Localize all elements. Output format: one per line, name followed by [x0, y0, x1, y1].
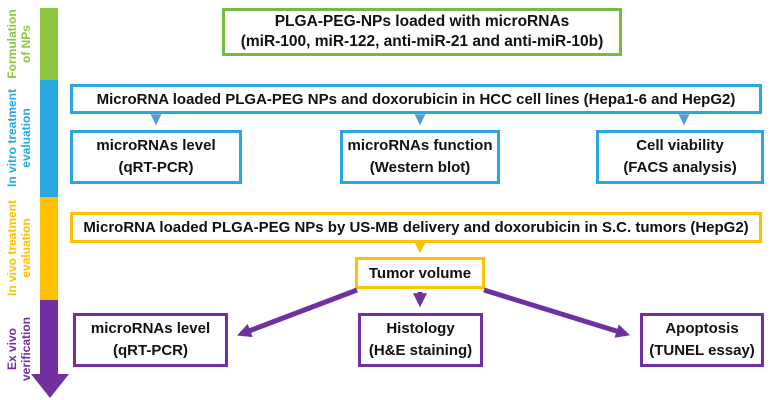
box-text-line: PLGA-PEG-NPs loaded with microRNAs: [274, 12, 570, 30]
box-apoptosis: Apoptosis (TUNEL essay): [640, 313, 764, 367]
box-text-line: (qRT-PCR): [113, 342, 188, 359]
arrow-exvivo-left: [237, 287, 358, 338]
box-mirna-function: microRNAs function (Western blot): [340, 130, 500, 184]
box-formulation: PLGA-PEG-NPs loaded with microRNAs (miR-…: [222, 8, 622, 56]
box-text-line: (FACS analysis): [623, 159, 737, 176]
box-text-line: microRNAs level: [96, 137, 216, 155]
box-text-line: MicroRNA loaded PLGA-PEG NPs and doxorub…: [96, 90, 736, 108]
box-text-line: (TUNEL essay): [649, 342, 755, 359]
phase-label-exvivo: Ex vivo verification: [2, 300, 36, 398]
box-invivo-main: MicroRNA loaded PLGA-PEG NPs by US-MB de…: [70, 212, 762, 243]
box-text-line: (Western blot): [369, 159, 471, 176]
box-mirna-level-invitro: microRNAs level (qRT-PCR): [70, 130, 242, 184]
box-text-line: (qRT-PCR): [118, 159, 194, 176]
phase-bar-exvivo: [40, 300, 58, 374]
phase-label-formulation: Formulation of NPs: [2, 0, 36, 88]
phase-bar-formulation: [40, 8, 58, 80]
box-text-line: microRNAs function: [347, 137, 493, 155]
phase-label-line: Formulation: [4, 9, 19, 79]
phase-label-line: In vivo treatment: [4, 199, 19, 297]
box-text-line: Tumor volume: [368, 264, 472, 282]
box-text-line: Histology: [386, 320, 455, 338]
box-text-line: (miR-100, miR-122, anti-miR-21 and anti-…: [240, 33, 604, 50]
phase-bar-arrowhead-icon: [31, 374, 69, 398]
phase-label-line: of NPs: [19, 25, 33, 64]
phase-label-line: Ex vivo: [4, 327, 19, 371]
phase-bar-invitro: [40, 80, 58, 197]
box-text-line: Cell viability: [636, 137, 724, 155]
box-text-line: microRNAs level: [90, 320, 211, 338]
box-text-line: Apoptosis: [665, 320, 739, 338]
box-invitro-main: MicroRNA loaded PLGA-PEG NPs and doxorub…: [70, 84, 762, 114]
box-cell-viability: Cell viability (FACS analysis): [596, 130, 764, 184]
arrow-exvivo-right: [483, 287, 631, 338]
box-tumor-volume: Tumor volume: [355, 257, 485, 289]
box-histology: Histology (H&E staining): [358, 313, 483, 367]
phase-label-line: verification: [19, 316, 33, 382]
box-text-line: (H&E staining): [368, 342, 473, 359]
phase-label-invitro: In vitro treatment evaluation: [2, 77, 36, 199]
box-text-line: MicroRNA loaded PLGA-PEG NPs by US-MB de…: [83, 219, 749, 236]
phase-label-line: In vitro treatment: [4, 89, 19, 188]
box-mirna-level-exvivo: microRNAs level (qRT-PCR): [73, 313, 228, 367]
phase-bar-invivo: [40, 197, 58, 300]
phase-label-invivo: In vivo treatment evaluation: [2, 187, 36, 309]
phase-label-line: evaluation: [19, 218, 33, 278]
phase-label-line: evaluation: [19, 108, 33, 168]
